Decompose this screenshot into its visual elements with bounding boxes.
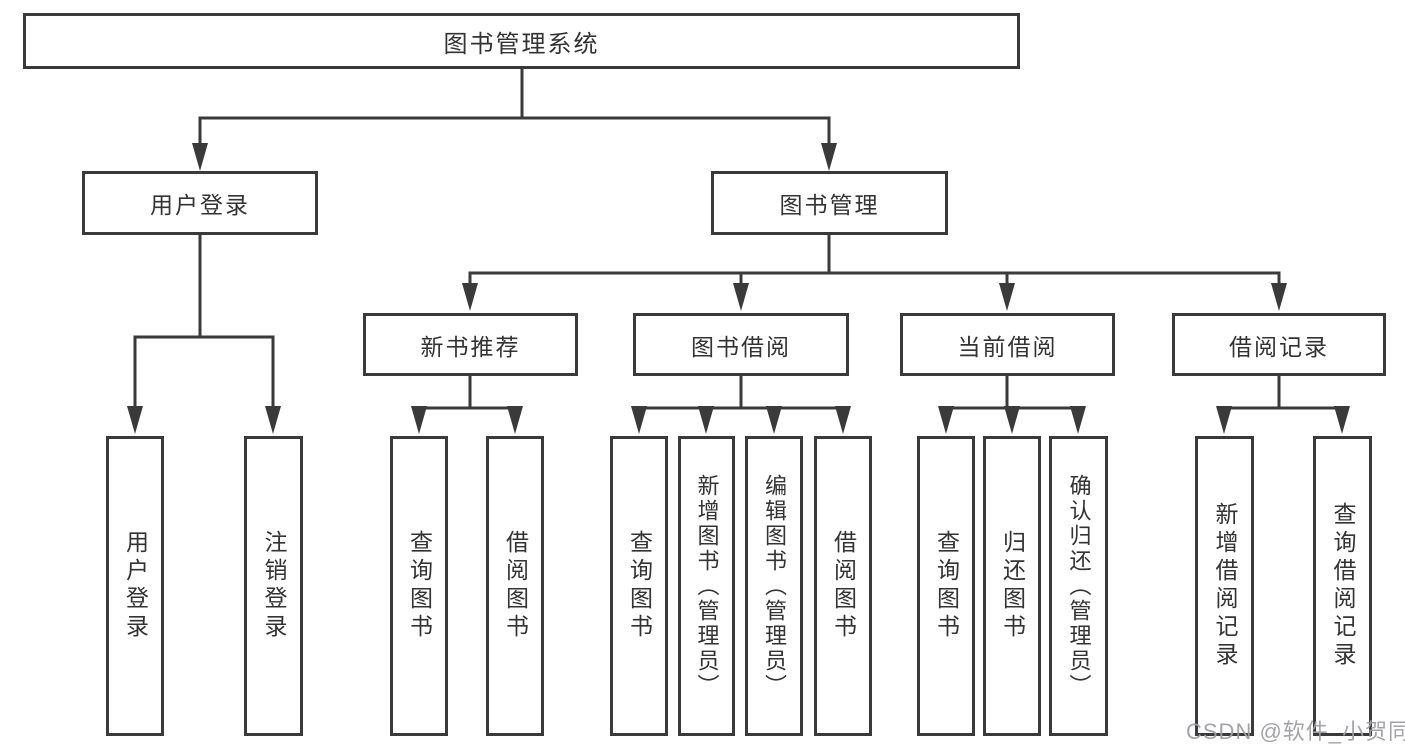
node-logout: 注销登录	[244, 436, 303, 736]
node-label: 查询图书	[626, 530, 653, 642]
node-label: 当前借阅	[957, 333, 1058, 360]
node-label: 新增图书（管理员）	[694, 473, 720, 699]
node-label: 查询图书	[933, 530, 960, 642]
node-add-borrowing-record: 新增借阅记录	[1195, 436, 1254, 736]
node-new-book-recommendation: 新书推荐	[363, 313, 578, 376]
node-book-management: 图书管理	[711, 171, 948, 235]
connector-new-book-branch	[411, 376, 523, 434]
node-label: 用户登录	[150, 192, 250, 218]
node-user-login-leaf: 用户登录	[106, 436, 164, 736]
node-borrow-books-under-borrowing: 借阅图书	[814, 436, 872, 736]
node-label: 借阅图书	[830, 530, 857, 642]
node-user-login-branch: 用户登录	[82, 171, 318, 235]
node-query-books-under-borrowing: 查询图书	[610, 436, 668, 736]
connector-current-borrow-branch	[938, 376, 1086, 434]
node-label: 归还图书	[999, 530, 1026, 642]
node-edit-books-admin: 编辑图书（管理员）	[745, 436, 803, 736]
connector-root-to-level2	[192, 69, 837, 171]
node-label: 编辑图书（管理员）	[762, 473, 787, 699]
node-book-borrowing: 图书借阅	[633, 313, 849, 376]
node-query-borrowing-record: 查询借阅记录	[1313, 436, 1372, 736]
node-library-management-system: 图书管理系统	[23, 13, 1020, 69]
node-label: 图书借阅	[691, 333, 791, 360]
node-query-books-under-new-book: 查询图书	[390, 436, 448, 736]
connector-book-mgmt-branch	[462, 235, 1287, 311]
connector-user-login-branch	[127, 235, 281, 434]
node-label: 图书管理	[779, 192, 880, 218]
node-label: 图书管理系统	[443, 30, 600, 58]
csdn-watermark: CSDN @软件_小贺同学	[1186, 719, 1405, 744]
node-confirm-return-admin: 确认归还（管理员）	[1049, 436, 1108, 736]
node-return-books: 归还图书	[983, 436, 1041, 736]
node-label: 查询借阅记录	[1330, 502, 1356, 670]
node-current-borrowing: 当前借阅	[900, 313, 1115, 376]
node-label: 新书推荐	[420, 333, 521, 360]
node-query-books-under-current: 查询图书	[917, 436, 975, 736]
node-label: 确认归还（管理员）	[1066, 473, 1092, 699]
node-label: 查询图书	[406, 530, 433, 642]
node-label: 注销登录	[261, 530, 287, 642]
node-label: 借阅记录	[1229, 333, 1329, 360]
node-borrowing-records: 借阅记录	[1172, 313, 1386, 376]
node-label: 新增借阅记录	[1212, 502, 1238, 670]
node-add-books-admin: 新增图书（管理员）	[678, 436, 735, 736]
node-label: 借阅图书	[502, 530, 529, 642]
connector-book-borrow-branch	[631, 376, 851, 434]
connector-borrow-records-branch	[1216, 376, 1350, 434]
node-label: 用户登录	[122, 530, 149, 642]
node-borrow-books-under-new-book: 借阅图书	[486, 436, 544, 736]
